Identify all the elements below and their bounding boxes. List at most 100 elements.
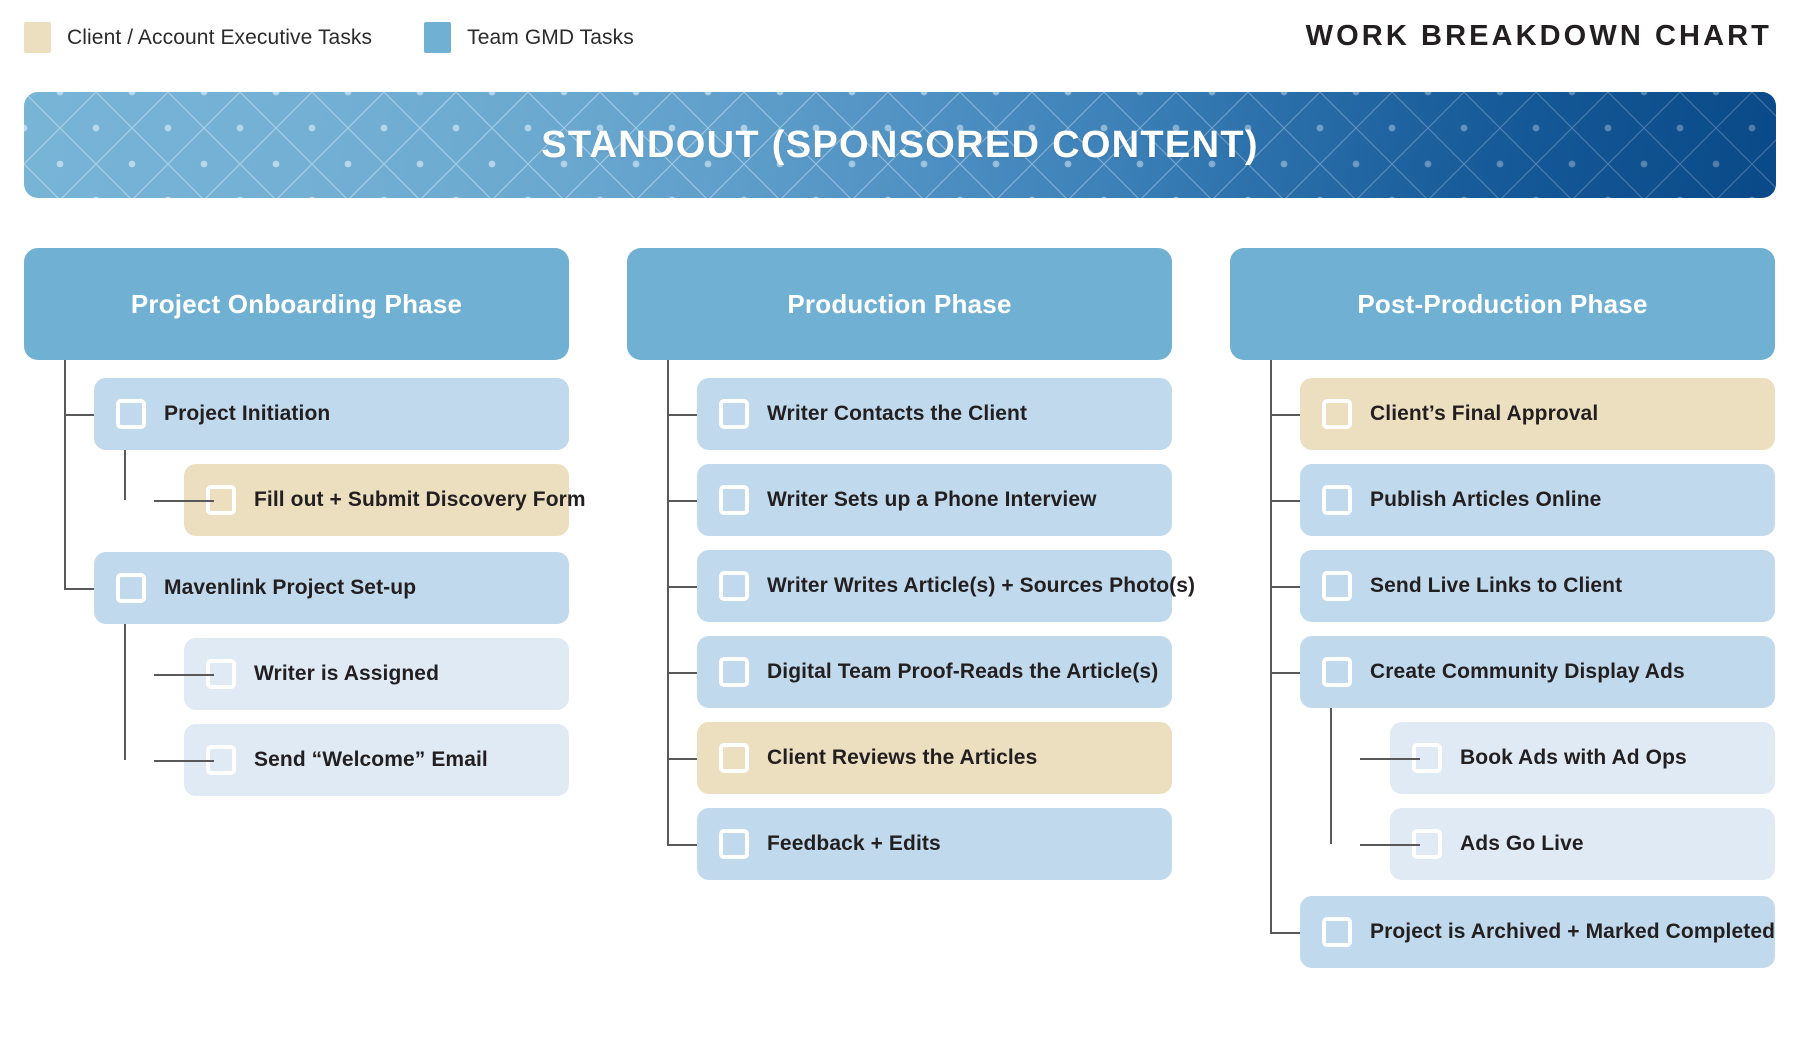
- client-tasks-swatch: [24, 22, 51, 53]
- task-box-proof-reads[interactable]: Digital Team Proof-Reads the Article(s): [667, 636, 1172, 708]
- phase-columns: Project Onboarding Phase Project Initiat…: [24, 248, 1776, 968]
- task-box-publish-articles[interactable]: Publish Articles Online: [1270, 464, 1775, 536]
- banner-fade-overlay: [24, 92, 1776, 198]
- checkbox-icon[interactable]: [116, 399, 146, 429]
- checkbox-icon[interactable]: [1322, 485, 1352, 515]
- task-node: Mavenlink Project Set-up Writer is Assig…: [64, 552, 569, 796]
- task-label: Writer Writes Article(s) + Sources Photo…: [767, 574, 1196, 597]
- task-box-project-archived[interactable]: Project is Archived + Marked Completed: [1270, 896, 1776, 968]
- page-title: WORK BREAKDOWN CHART: [1305, 20, 1772, 52]
- task-label: Send Live Links to Client: [1370, 574, 1623, 597]
- column-post-production: Post-Production Phase Client’s Final App…: [1230, 248, 1775, 968]
- checkbox-icon[interactable]: [1322, 571, 1352, 601]
- phase-header-post-production: Post-Production Phase: [1230, 248, 1775, 360]
- task-node: Ads Go Live: [1360, 808, 1775, 880]
- task-box-clients-final-approval[interactable]: Client’s Final Approval: [1270, 378, 1775, 450]
- task-box-send-live-links[interactable]: Send Live Links to Client: [1270, 550, 1775, 622]
- task-box-create-display-ads[interactable]: Create Community Display Ads: [1270, 636, 1775, 708]
- task-label: Client Reviews the Articles: [767, 746, 1038, 769]
- level1-list: Client’s Final Approval Publish Articles…: [1270, 360, 1776, 968]
- task-box-writes-articles[interactable]: Writer Writes Article(s) + Sources Photo…: [667, 550, 1195, 622]
- checkbox-icon[interactable]: [1412, 743, 1442, 773]
- tree-post-production: Client’s Final Approval Publish Articles…: [1230, 360, 1776, 968]
- task-label: Project Initiation: [164, 402, 331, 425]
- checkbox-icon[interactable]: [206, 659, 236, 689]
- subtask-list: Fill out + Submit Discovery Form: [124, 450, 586, 536]
- legend-label-client-tasks: Client / Account Executive Tasks: [67, 25, 373, 49]
- checkbox-icon[interactable]: [719, 829, 749, 859]
- task-label: Project is Archived + Marked Completed: [1370, 920, 1776, 943]
- task-node: Feedback + Edits: [667, 808, 1172, 880]
- legend-label-team-gmd-tasks: Team GMD Tasks: [467, 25, 634, 49]
- checkbox-icon[interactable]: [1412, 829, 1442, 859]
- tree-production: Writer Contacts the Client Writer Sets u…: [627, 360, 1195, 880]
- task-node: Publish Articles Online: [1270, 464, 1775, 536]
- task-box-feedback-edits[interactable]: Feedback + Edits: [667, 808, 1172, 880]
- task-label: Client’s Final Approval: [1370, 402, 1599, 425]
- task-node: Writer is Assigned: [154, 638, 569, 710]
- task-node: Writer Writes Article(s) + Sources Photo…: [667, 550, 1195, 622]
- checkbox-icon[interactable]: [206, 485, 236, 515]
- task-label: Writer Contacts the Client: [767, 402, 1028, 425]
- task-box-client-reviews[interactable]: Client Reviews the Articles: [667, 722, 1172, 794]
- task-node: Writer Sets up a Phone Interview: [667, 464, 1172, 536]
- task-label: Book Ads with Ad Ops: [1460, 746, 1687, 769]
- legend-item-team-gmd-tasks: Team GMD Tasks: [424, 22, 634, 53]
- checkbox-icon[interactable]: [719, 571, 749, 601]
- task-box-writer-contacts-client[interactable]: Writer Contacts the Client: [667, 378, 1172, 450]
- task-box-phone-interview[interactable]: Writer Sets up a Phone Interview: [667, 464, 1172, 536]
- task-label: Fill out + Submit Discovery Form: [254, 488, 586, 511]
- task-box-ads-go-live[interactable]: Ads Go Live: [1360, 808, 1775, 880]
- checkbox-icon[interactable]: [116, 573, 146, 603]
- checkbox-icon[interactable]: [719, 399, 749, 429]
- task-box-mavenlink-setup[interactable]: Mavenlink Project Set-up: [64, 552, 569, 624]
- task-node: Send “Welcome” Email: [154, 724, 569, 796]
- task-label: Mavenlink Project Set-up: [164, 576, 417, 599]
- checkbox-icon[interactable]: [719, 657, 749, 687]
- checkbox-icon[interactable]: [719, 485, 749, 515]
- task-label: Ads Go Live: [1460, 832, 1584, 855]
- level1-list: Project Initiation Fill out + Submit Dis…: [64, 360, 586, 796]
- task-box-discovery-form[interactable]: Fill out + Submit Discovery Form: [154, 464, 586, 536]
- task-node: Book Ads with Ad Ops: [1360, 722, 1775, 794]
- checkbox-icon[interactable]: [1322, 917, 1352, 947]
- task-node: Client’s Final Approval: [1270, 378, 1775, 450]
- task-node: Writer Contacts the Client: [667, 378, 1172, 450]
- task-node: Send Live Links to Client: [1270, 550, 1775, 622]
- task-node: Project is Archived + Marked Completed: [1270, 896, 1776, 968]
- column-project-onboarding: Project Onboarding Phase Project Initiat…: [24, 248, 586, 968]
- project-banner: STANDOUT (SPONSORED CONTENT): [24, 92, 1776, 198]
- task-label: Create Community Display Ads: [1370, 660, 1685, 683]
- task-label: Send “Welcome” Email: [254, 748, 488, 771]
- task-node: Digital Team Proof-Reads the Article(s): [667, 636, 1172, 708]
- subtask-list: Book Ads with Ad Ops Ads Go Live: [1330, 708, 1775, 880]
- phase-header-production: Production Phase: [627, 248, 1172, 360]
- column-production: Production Phase Writer Contacts the Cli…: [627, 248, 1195, 968]
- phase-header-project-onboarding: Project Onboarding Phase: [24, 248, 569, 360]
- task-box-project-initiation[interactable]: Project Initiation: [64, 378, 569, 450]
- task-node: Fill out + Submit Discovery Form: [154, 464, 586, 536]
- task-label: Writer Sets up a Phone Interview: [767, 488, 1097, 511]
- task-node: Client Reviews the Articles: [667, 722, 1172, 794]
- legend-item-client-tasks: Client / Account Executive Tasks: [24, 22, 372, 53]
- task-node: Project Initiation Fill out + Submit Dis…: [64, 378, 586, 536]
- task-box-welcome-email[interactable]: Send “Welcome” Email: [154, 724, 569, 796]
- subtask-list: Writer is Assigned Send “Welcome” Email: [124, 624, 569, 796]
- checkbox-icon[interactable]: [1322, 657, 1352, 687]
- team-gmd-tasks-swatch: [424, 22, 452, 53]
- checkbox-icon[interactable]: [719, 743, 749, 773]
- checkbox-icon[interactable]: [1322, 399, 1352, 429]
- chart-header: Client / Account Executive Tasks Team GM…: [0, 0, 1800, 78]
- task-label: Digital Team Proof-Reads the Article(s): [767, 660, 1159, 683]
- banner-title: STANDOUT (SPONSORED CONTENT): [541, 123, 1259, 166]
- task-label: Feedback + Edits: [767, 832, 941, 855]
- task-box-writer-assigned[interactable]: Writer is Assigned: [154, 638, 569, 710]
- checkbox-icon[interactable]: [206, 745, 236, 775]
- task-box-book-ads[interactable]: Book Ads with Ad Ops: [1360, 722, 1775, 794]
- level1-list: Writer Contacts the Client Writer Sets u…: [667, 360, 1195, 880]
- tree-project-onboarding: Project Initiation Fill out + Submit Dis…: [24, 360, 586, 796]
- task-label: Publish Articles Online: [1370, 488, 1602, 511]
- task-label: Writer is Assigned: [254, 662, 440, 685]
- banner-diamond-pattern-icon: [24, 92, 1776, 198]
